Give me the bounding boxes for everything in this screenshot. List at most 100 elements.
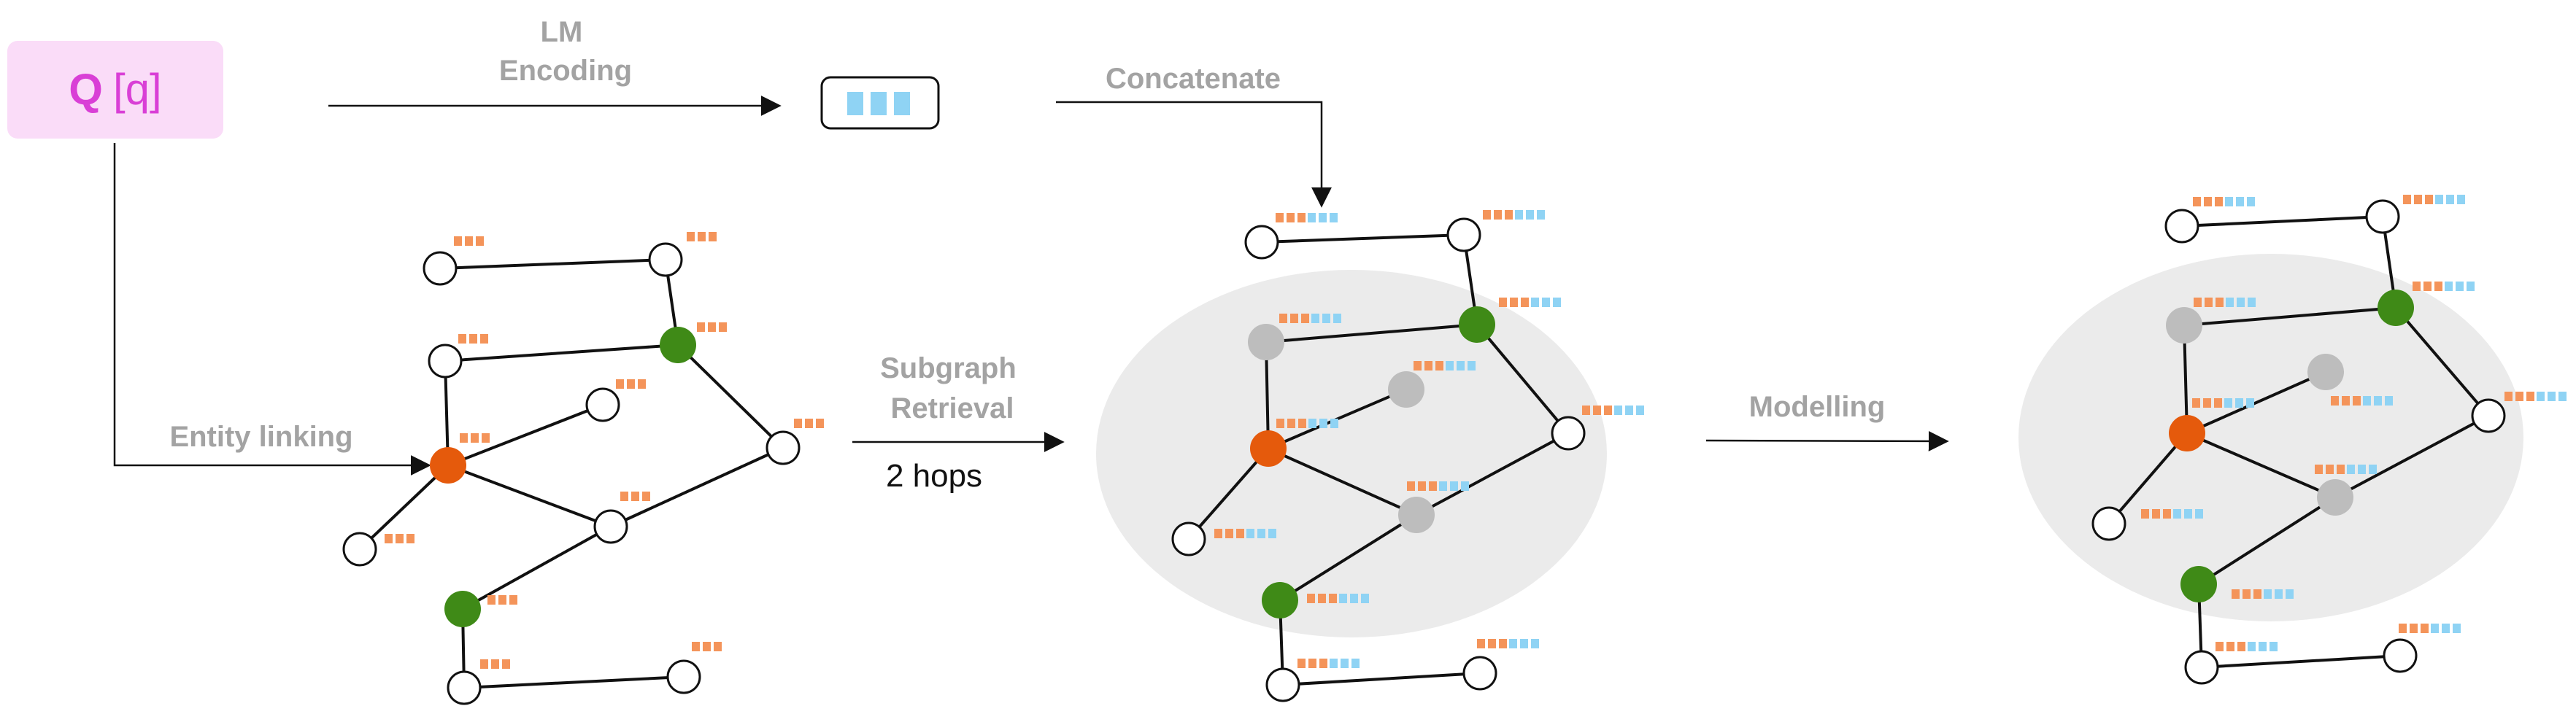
lm-encoding-label: LM Encoding — [499, 16, 632, 87]
hops-label: 2 hops — [886, 458, 982, 494]
feature-cell-entity — [1318, 594, 1326, 603]
feature-cell-question — [2259, 642, 2267, 651]
graph-edge — [1476, 323, 1570, 435]
query-bold: Q — [69, 65, 103, 114]
feature-cell-question — [2270, 642, 2278, 651]
feature-cell-entity — [480, 334, 488, 344]
subgraph-ellipse — [2018, 254, 2523, 621]
feature-cell-entity — [2214, 398, 2222, 408]
node-feature-vector — [616, 379, 646, 389]
feature-cell-entity — [1287, 213, 1295, 222]
feature-cell-entity — [1593, 406, 1601, 415]
feature-cell-question — [1450, 481, 1458, 491]
feature-cell-entity — [1435, 361, 1443, 371]
feature-cell-question — [1537, 210, 1545, 220]
feature-cell-entity — [1418, 481, 1426, 491]
feature-cell-question — [1553, 298, 1561, 307]
question-embedding — [820, 76, 940, 130]
feature-cell-entity — [1308, 659, 1316, 668]
feature-cell-question — [1468, 361, 1476, 371]
node-feature-vector — [2193, 197, 2255, 206]
feature-cell-question — [1531, 298, 1539, 307]
feature-cell-entity — [1499, 639, 1507, 648]
feature-cell-question — [2374, 396, 2382, 406]
feature-cell-question — [1351, 659, 1360, 668]
feature-cell-entity — [1510, 298, 1518, 307]
white-node — [585, 387, 620, 422]
feature-cell-entity — [2403, 195, 2411, 204]
feature-cell-entity — [2203, 398, 2211, 408]
feature-cell-entity — [509, 595, 517, 605]
graph-edge — [1265, 323, 1478, 344]
feature-cell-entity — [816, 419, 824, 428]
feature-cell-entity — [2337, 465, 2345, 474]
graph-edge — [1187, 447, 1270, 540]
feature-cell-entity — [616, 379, 624, 389]
feature-cell-question — [1322, 314, 1330, 323]
node-feature-vector — [2403, 195, 2465, 204]
feature-cell-entity — [2215, 197, 2223, 206]
feature-cell-question — [2248, 642, 2256, 651]
feature-cell-question — [2467, 282, 2475, 291]
graph-edge — [2394, 306, 2490, 417]
white-node — [2184, 650, 2219, 685]
node-feature-vector — [1276, 419, 1338, 428]
concatenate-label: Concatenate — [1106, 63, 1281, 95]
feature-cell-entity — [454, 236, 462, 246]
feature-cell-entity — [642, 492, 650, 501]
node-feature-vector — [2192, 398, 2254, 408]
entity-linking-label: Entity linking — [169, 421, 352, 453]
feature-cell-question — [2246, 398, 2254, 408]
feature-cell-entity — [2243, 589, 2251, 599]
feature-cell-entity — [2315, 465, 2323, 474]
white-node — [1551, 416, 1586, 451]
graph-edge — [676, 344, 784, 449]
feature-cell-entity — [1297, 213, 1306, 222]
graph-edge — [1279, 513, 1418, 602]
feature-cell-question — [2264, 589, 2272, 599]
feature-cell-entity — [2192, 398, 2200, 408]
feature-cell-entity — [1279, 314, 1287, 323]
feature-cell-entity — [385, 534, 393, 543]
node-feature-vector — [2504, 392, 2567, 401]
feature-cell-entity — [1604, 406, 1612, 415]
feature-cell-entity — [460, 433, 468, 443]
orange-node — [1250, 430, 1287, 467]
node-feature-vector — [2413, 282, 2475, 291]
retrieved-subgraph — [1096, 210, 1644, 702]
feature-cell-question — [1542, 298, 1550, 307]
gray-node — [2317, 479, 2353, 516]
feature-cell-entity — [627, 379, 635, 389]
feature-cell-question — [2224, 398, 2232, 408]
feature-cell-question — [2173, 509, 2181, 519]
feature-cell-entity — [708, 322, 716, 332]
feature-cell-entity — [697, 322, 705, 332]
feature-cell-entity — [698, 232, 706, 241]
feature-cell-question — [1520, 639, 1528, 648]
feature-cell-entity — [1297, 659, 1306, 668]
white-node — [2164, 209, 2199, 244]
feature-cell-entity — [1521, 298, 1529, 307]
feature-cell-entity — [1477, 639, 1485, 648]
feature-cell-entity — [502, 659, 510, 669]
feature-cell-question — [1526, 210, 1534, 220]
feature-cell-entity — [406, 534, 414, 543]
gray-node — [2166, 307, 2202, 344]
feature-cell-entity — [692, 642, 700, 651]
feature-cell-question — [2442, 624, 2450, 633]
feature-cell-entity — [1329, 594, 1337, 603]
feature-cell-question — [1257, 529, 1265, 538]
node-feature-vector — [2216, 642, 2278, 651]
green-node — [444, 591, 481, 627]
feature-cell-question — [2247, 197, 2255, 206]
feature-cell-question — [2248, 298, 2256, 307]
feature-cell-question — [2446, 195, 2454, 204]
feature-cell-entity — [2504, 392, 2513, 401]
feature-cell-entity — [719, 322, 727, 332]
feature-cell-question — [2363, 396, 2371, 406]
feature-cell-question — [1268, 529, 1276, 538]
feature-cell-entity — [2425, 195, 2433, 204]
white-node — [423, 251, 458, 286]
node-feature-vector — [460, 433, 490, 443]
